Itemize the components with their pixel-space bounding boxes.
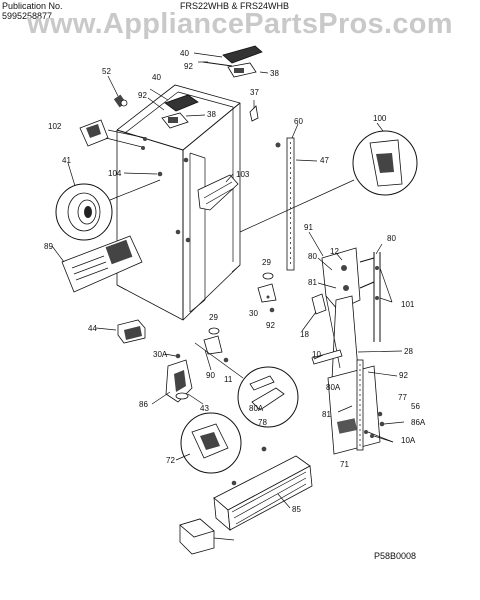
callout-label: 41 — [62, 156, 71, 165]
callout-label: 86 — [139, 400, 148, 409]
callout-label: 56 — [411, 402, 420, 411]
callout-label: 52 — [102, 67, 111, 76]
part-18-latch — [311, 293, 327, 315]
part-43-lower-hinge — [165, 353, 193, 403]
callout-label: 85 — [292, 505, 301, 514]
part-71-clip-detail — [180, 412, 242, 474]
callout-label: 12 — [330, 247, 339, 256]
part-37-clip — [249, 105, 259, 122]
callout-label: 80 — [387, 234, 396, 243]
leader-lines — [51, 52, 405, 541]
callout-label: 90 — [206, 371, 215, 380]
callout-label: 38 — [207, 110, 216, 119]
cabinet-hinge-group — [161, 94, 199, 129]
page-header: Publication No. 5995258877 FRS22WHB & FR… — [0, 0, 480, 22]
part-104-screws — [157, 157, 191, 243]
callout-label: 40 — [180, 49, 189, 58]
callout-label: 18 — [300, 330, 309, 339]
part-102-bracket — [79, 119, 147, 150]
callout-label: 80A — [249, 404, 264, 413]
part-101-strip — [311, 349, 343, 365]
callout-label: 29 — [209, 313, 218, 322]
callout-label: 81 — [308, 278, 317, 287]
callout-label: 29 — [262, 258, 271, 267]
callout-label: 92 — [184, 62, 193, 71]
part-47-vertical-strip — [275, 137, 295, 271]
part-52-hinge-bolt — [113, 94, 128, 108]
part-85-cover — [179, 518, 215, 555]
part-89-panel — [61, 235, 143, 293]
top-hinge-cover-group — [198, 45, 263, 78]
callout-label: 10 — [312, 350, 321, 359]
part-91-rail-assembly — [321, 247, 381, 387]
part-100-detail — [239, 130, 418, 233]
callout-label: 104 — [108, 169, 122, 178]
part-44-block — [117, 319, 146, 344]
callout-label: 60 — [294, 117, 303, 126]
callout-labels: 40 92 38 52 40 92 38 37 102 60 47 100 41… — [44, 49, 426, 514]
callout-label: 10A — [401, 436, 416, 445]
callout-label: 40 — [152, 73, 161, 82]
part-29-30-brackets — [203, 272, 277, 355]
callout-label: 80 — [308, 252, 317, 261]
watermark-text: www.AppliancePartsPros.com — [27, 8, 453, 40]
part-103-handle-trim — [197, 174, 239, 211]
callout-label: 103 — [236, 170, 250, 179]
part-72-grille — [213, 446, 313, 531]
callout-label: 11 — [224, 375, 233, 384]
callout-label: 86A — [411, 418, 426, 427]
callout-label: 101 — [401, 300, 415, 309]
part-41-spool-detail — [55, 179, 161, 241]
diagram-code: P58B0008 — [374, 551, 417, 561]
callout-label: 81 — [322, 410, 331, 419]
part-10A-lower-panel — [327, 359, 385, 455]
callout-label: 72 — [166, 456, 175, 465]
part-86-cam-detail — [194, 342, 299, 428]
callout-label: 78 — [258, 418, 267, 427]
refrigerator-cabinet — [116, 84, 241, 321]
callout-label: 43 — [200, 404, 209, 413]
callout-label: 37 — [250, 88, 259, 97]
callout-label: 71 — [340, 460, 349, 469]
callout-label: 77 — [398, 393, 407, 402]
callout-label: 92 — [399, 371, 408, 380]
callout-label: 28 — [404, 347, 413, 356]
callout-label: 30A — [153, 350, 168, 359]
callout-label: 47 — [320, 156, 329, 165]
callout-label: 38 — [270, 69, 279, 78]
callout-label: 80A — [326, 383, 341, 392]
callout-label: 44 — [88, 324, 97, 333]
callout-label: 92 — [266, 321, 275, 330]
model-numbers: FRS22WHB & FRS24WHB — [180, 1, 290, 11]
callout-label: 91 — [304, 223, 313, 232]
publication-number: 5995258877 — [2, 11, 53, 21]
callout-label: 100 — [373, 114, 387, 123]
callout-label: 30 — [249, 309, 258, 318]
callout-label: 92 — [138, 91, 147, 100]
callout-label: 102 — [48, 122, 62, 131]
callout-label: 89 — [44, 242, 53, 251]
publication-label: Publication No. — [2, 1, 63, 11]
